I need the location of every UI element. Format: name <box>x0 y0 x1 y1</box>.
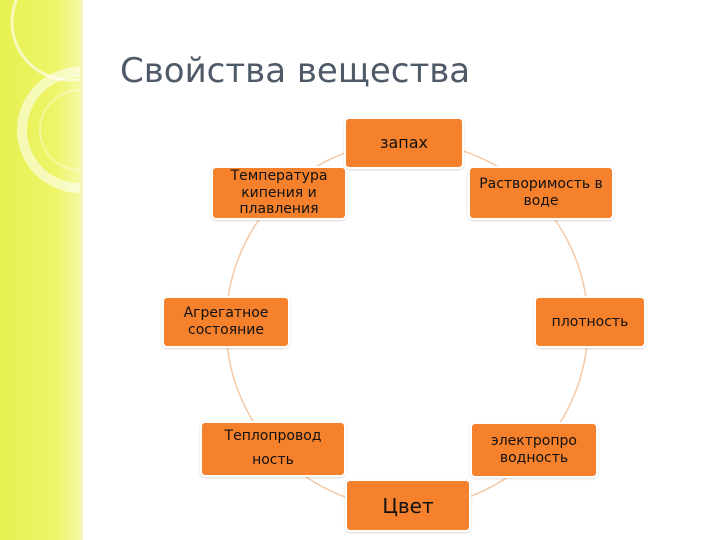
cycle-node-color: Цвет <box>345 479 471 532</box>
cycle-node-label: Температура кипения и плавления <box>230 167 328 218</box>
cycle-node-label: Растворимость в воде <box>479 176 603 209</box>
cycle-node-density: плотность <box>534 296 646 348</box>
cycle-node-temperature: Температура кипения и плавления <box>211 166 347 220</box>
cycle-node-label: Агрегатное состояние <box>183 305 269 338</box>
cycle-node-smell: запах <box>344 117 464 169</box>
cycle-node-aggregate-state: Агрегатное состояние <box>162 296 290 348</box>
cycle-node-thermal-conductivity: Теплопровод ность <box>200 421 346 477</box>
decorative-circles-icon <box>10 0 80 193</box>
cycle-node-label: электропро водность <box>491 433 577 466</box>
cycle-node-conductivity: электропро водность <box>470 422 598 478</box>
side-band-edge <box>80 0 83 540</box>
cycle-node-label: запах <box>379 133 429 153</box>
cycle-node-label: плотность <box>551 313 629 330</box>
decorative-side-band <box>0 0 80 540</box>
page-title: Свойства вещества <box>120 51 471 91</box>
cycle-node-label: Теплопровод ность <box>224 428 322 468</box>
cycle-node-label: Цвет <box>382 493 434 518</box>
cycle-node-solubility: Растворимость в воде <box>468 166 614 220</box>
